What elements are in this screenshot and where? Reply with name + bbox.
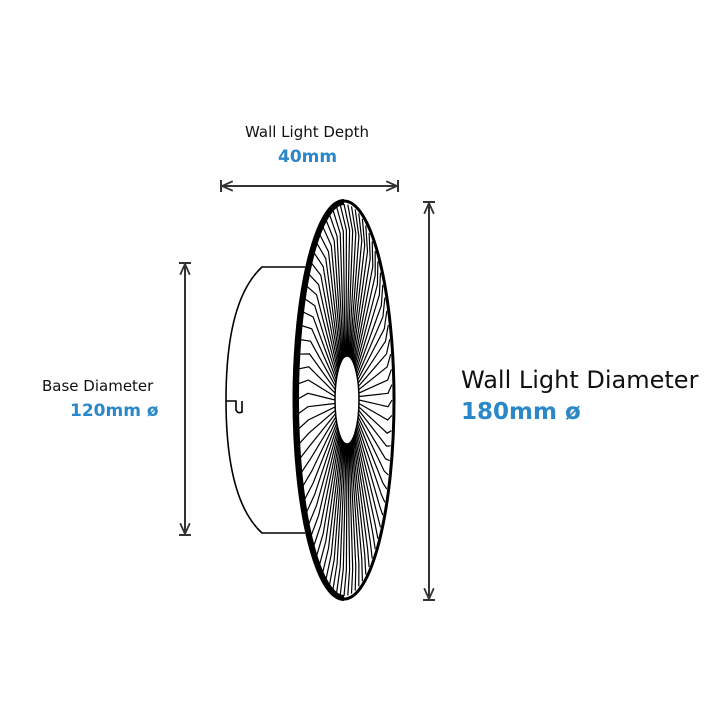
- base-value: 120mm ø: [70, 401, 159, 421]
- center-hole: [334, 355, 360, 445]
- depth-label: Wall Light Depth: [245, 123, 370, 141]
- depth-value: 40mm: [278, 147, 338, 167]
- diameter-dimension-line: [423, 201, 435, 601]
- depth-dimension-line: [220, 180, 399, 192]
- lamp-shade-disc: [292, 199, 396, 601]
- base-label: Base Diameter: [42, 377, 154, 395]
- pleat-lines: [295, 203, 393, 597]
- wall-base: [225, 266, 305, 534]
- diameter-value: 180mm ø: [461, 399, 581, 425]
- base-dimension-line: [179, 262, 191, 536]
- diameter-label: Wall Light Diameter: [461, 366, 699, 394]
- disc-rim: [293, 199, 345, 401]
